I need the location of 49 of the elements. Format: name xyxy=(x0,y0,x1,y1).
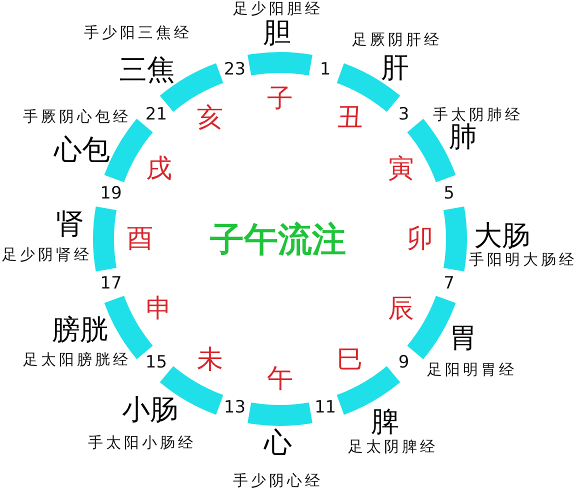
hour-number: 13 xyxy=(224,400,246,417)
hour-number: 21 xyxy=(145,106,168,124)
organ-name: 脾 xyxy=(371,408,399,436)
organ-name: 心包 xyxy=(54,136,110,164)
hour-number: 15 xyxy=(145,354,168,372)
meridian-name: 足少阳胆经 xyxy=(233,2,323,16)
earthly-branch-label: 亥 xyxy=(197,104,223,131)
hour-number: 5 xyxy=(444,185,454,202)
organ-name: 心 xyxy=(264,429,292,457)
meridian-name: 足厥阴肝经 xyxy=(352,32,442,48)
hour-number: 17 xyxy=(100,276,122,293)
earthly-branch-label: 卯 xyxy=(407,226,433,252)
meridian-name: 足阳明胃经 xyxy=(427,362,517,378)
organ-name: 三焦 xyxy=(119,56,175,84)
diagram-title: 子午流注 xyxy=(210,223,346,257)
earthly-branch-label: 酉 xyxy=(127,226,153,252)
earthly-branch-label: 午 xyxy=(267,366,293,392)
organ-name: 肺 xyxy=(449,123,477,151)
organ-name: 胆 xyxy=(263,19,291,47)
hour-number: 9 xyxy=(398,354,410,372)
earthly-branch-label: 申 xyxy=(146,296,172,322)
meridian-name: 手少阳三焦经 xyxy=(84,26,192,40)
meridian-name: 手厥阴心包经 xyxy=(23,110,131,124)
meridian-name: 足少阴肾经 xyxy=(2,248,92,262)
hour-number: 11 xyxy=(314,400,336,417)
organ-name: 膀胱 xyxy=(52,316,108,344)
hour-number: 3 xyxy=(398,106,410,124)
organ-name: 小肠 xyxy=(122,396,178,424)
meridian-name: 手太阳小肠经 xyxy=(88,436,196,450)
organ-name: 胃 xyxy=(449,324,477,352)
meridian-name: 手少阴心经 xyxy=(233,474,323,488)
meridian-name: 足太阴脾经 xyxy=(348,440,438,454)
hour-number: 23 xyxy=(224,61,246,78)
hour-number: 19 xyxy=(100,185,122,202)
earthly-branch-label: 戌 xyxy=(146,156,172,182)
meridian-name: 手太阴肺经 xyxy=(433,108,523,122)
earthly-branch-label: 寅 xyxy=(388,156,414,182)
meridian-name: 手阳明大肠经 xyxy=(469,252,577,268)
meridian-name: 足太阳膀胱经 xyxy=(23,352,131,368)
earthly-branch-label: 辰 xyxy=(388,296,414,322)
organ-name: 大肠 xyxy=(474,222,530,250)
earthly-branch-label: 巳 xyxy=(337,347,363,374)
hour-number: 7 xyxy=(444,276,454,293)
earthly-branch-label: 丑 xyxy=(337,104,363,131)
earthly-branch-label: 子 xyxy=(267,86,293,112)
earthly-branch-label: 未 xyxy=(197,347,223,374)
hour-number: 1 xyxy=(320,61,331,78)
organ-name: 肾 xyxy=(56,210,84,238)
organ-name: 肝 xyxy=(381,54,409,82)
